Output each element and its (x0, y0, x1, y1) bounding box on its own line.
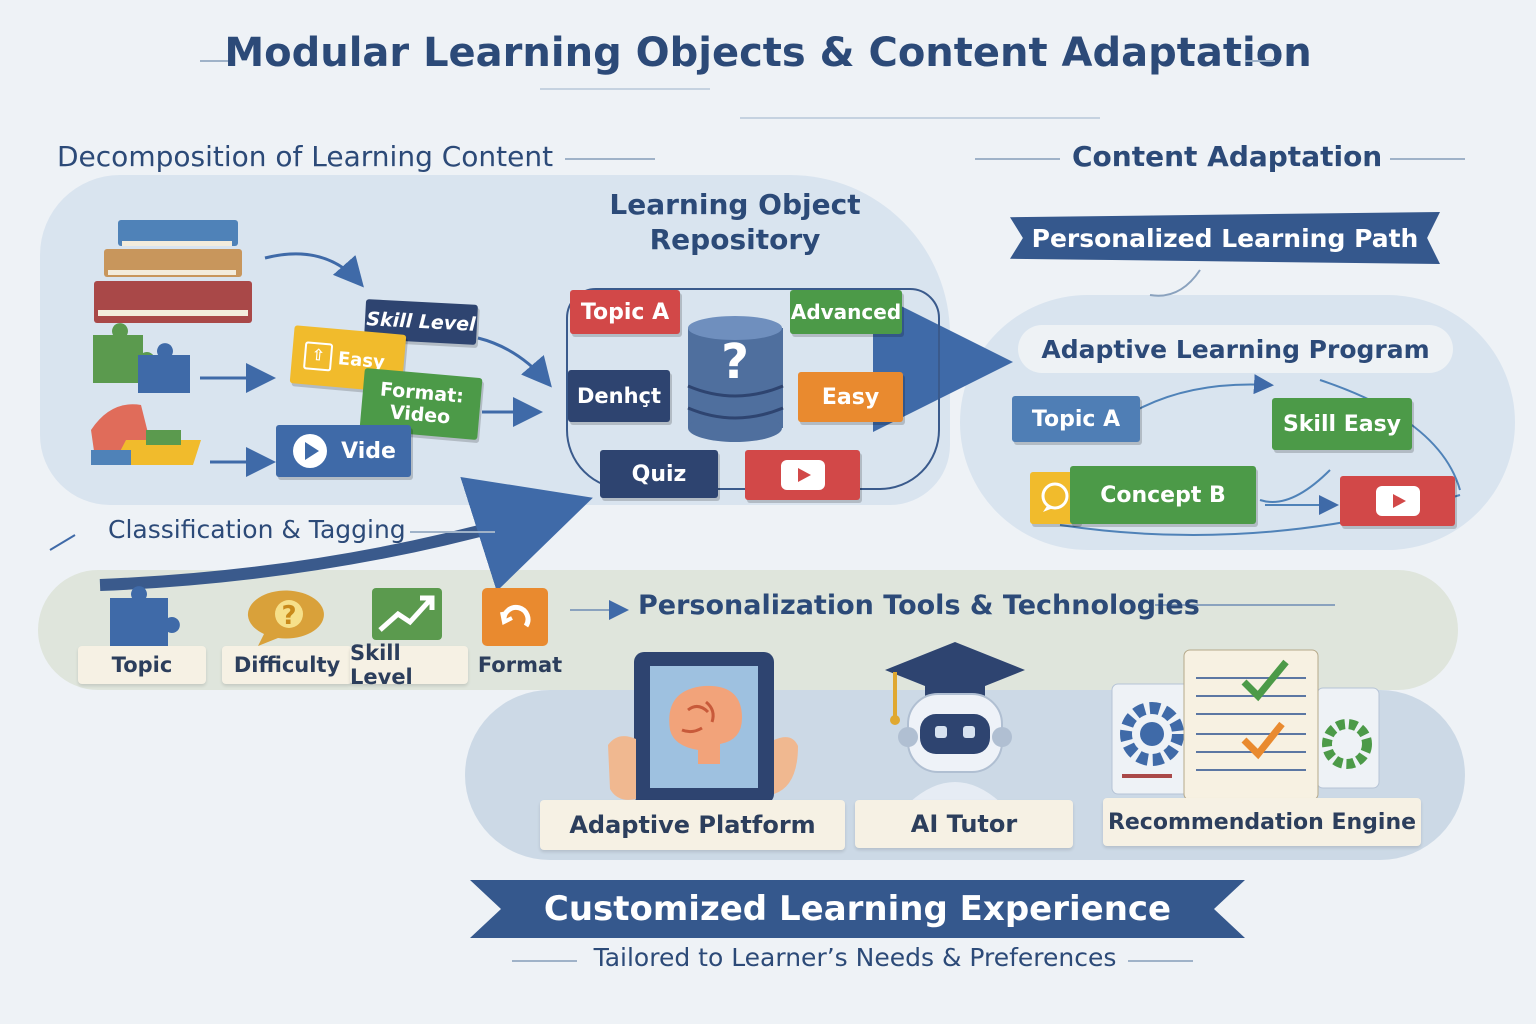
classification-skill-level: Skill Level (350, 641, 468, 689)
upload-icon: ⇧ (302, 341, 334, 372)
title-underline (540, 88, 710, 90)
page-title: Modular Learning Objects & Content Adapt… (224, 30, 1312, 76)
classification-format: Format (477, 653, 563, 677)
decomposition-dash (565, 158, 655, 160)
personalized-path-banner: Personalized Learning Path (1010, 212, 1440, 264)
adaptation-title: Content Adaptation (1072, 140, 1383, 173)
tablet-brain-icon (608, 652, 798, 804)
classification-topic: Topic (78, 646, 206, 684)
repo-video-button[interactable] (745, 450, 860, 500)
tag-video-label: Vide (341, 438, 396, 464)
puzzle-pieces-icon (93, 323, 190, 393)
adaptation-dash-right (1390, 158, 1465, 160)
question-bubble-icon: ? (247, 590, 324, 646)
title-dash-right (1245, 60, 1275, 62)
repo-tag-advanced: Advanced (790, 290, 902, 334)
classification-title: Classification & Tagging (108, 515, 406, 544)
classification-dash (410, 531, 495, 533)
adapt-video-button[interactable] (1340, 476, 1455, 526)
colorful-puzzle-icon (91, 404, 201, 465)
books-icon (94, 220, 252, 323)
adaptation-dash-left (975, 158, 1060, 160)
title-underline-2 (740, 117, 1100, 119)
tool-recommendation-engine: Recommendation Engine (1103, 798, 1421, 846)
repository-title: Learning Object Repository (609, 188, 861, 256)
robot-graduate-icon (885, 642, 1025, 802)
speech-bubble-icon (1041, 482, 1069, 512)
tag-video: Vide (276, 425, 411, 477)
repo-tag-topic-a: Topic A (570, 290, 680, 334)
database-icon: ? (687, 316, 784, 442)
checklist-gears-icon (1111, 649, 1380, 801)
adapt-video-play-icon (1375, 486, 1420, 516)
puzzle-icon (110, 586, 180, 650)
adapt-tag-topic-a: Topic A (1012, 396, 1140, 442)
refresh-icon (482, 588, 548, 646)
customized-experience-banner: Customized Learning Experience (470, 880, 1245, 938)
repo-tag-quiz: Quiz (600, 450, 718, 498)
footer-dash-left (512, 960, 577, 962)
tools-title: Personalization Tools & Technologies (638, 590, 1200, 621)
footer-subtitle: Tailored to Learner’s Needs & Preference… (593, 943, 1117, 972)
tool-ai-tutor: AI Tutor (855, 800, 1073, 848)
tool-adaptive-platform: Adaptive Platform (540, 800, 845, 850)
adaptive-program-label: Adaptive Learning Program (1018, 325, 1453, 373)
svg-text:?: ? (721, 334, 749, 390)
title-dash-left (200, 60, 230, 62)
classification-difficulty: Difficulty (222, 646, 352, 684)
trend-chart-icon (372, 588, 442, 640)
adapt-tag-skill-easy: Skill Easy (1272, 398, 1412, 450)
play-icon (293, 434, 328, 468)
footer-dash-right (1128, 960, 1193, 962)
decomposition-title: Decomposition of Learning Content (57, 140, 554, 173)
adapt-tag-concept-b: Concept B (1070, 466, 1256, 524)
svg-text:?: ? (281, 601, 296, 631)
video-play-icon (780, 460, 825, 490)
repo-tag-denhct: Denhçt (568, 370, 670, 422)
repo-tag-easy: Easy (798, 372, 903, 422)
